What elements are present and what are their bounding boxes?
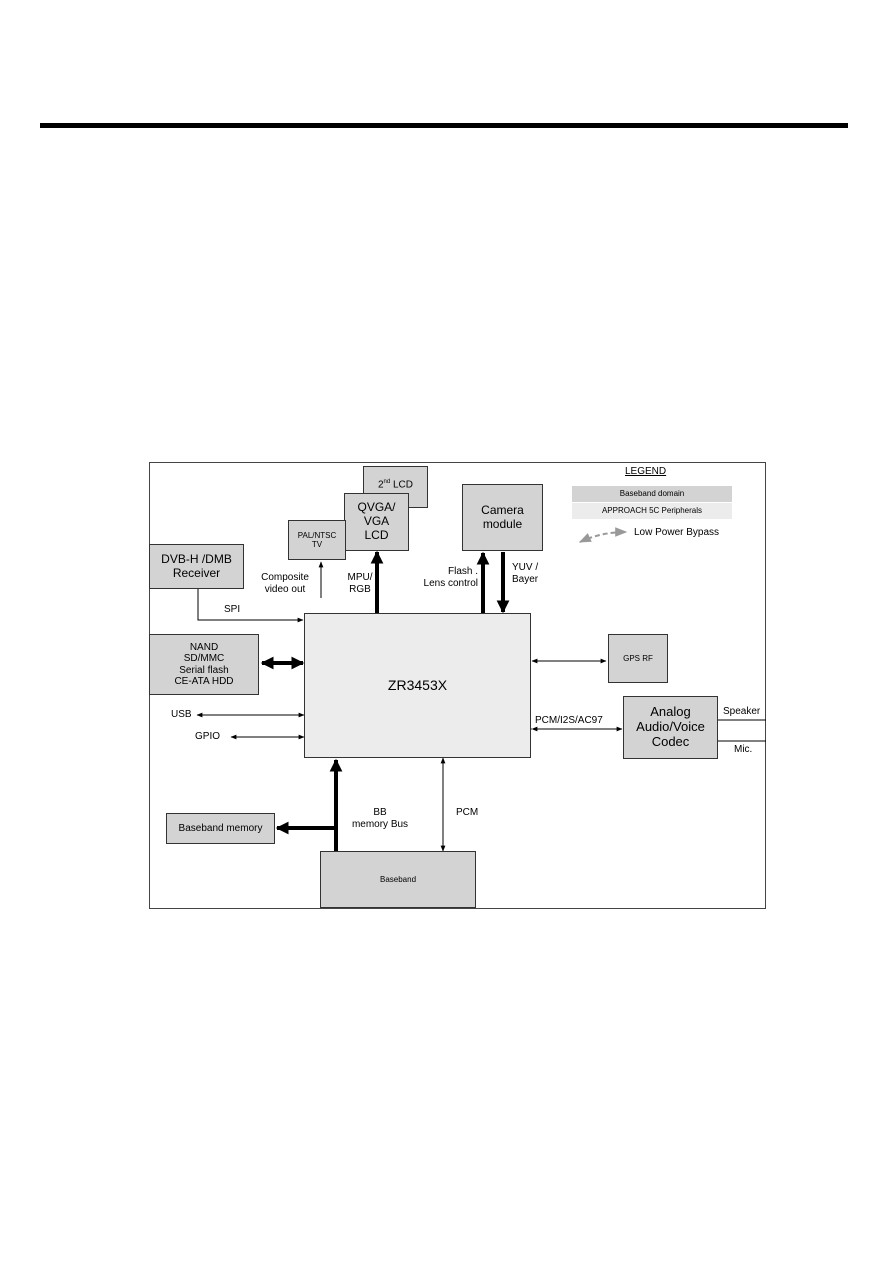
camera-line1: Camera: [481, 502, 524, 517]
baseband-block: Baseband: [320, 851, 476, 908]
dvbh-line1: DVB-H /DMB: [161, 551, 232, 566]
nand-line3: Serial flash: [179, 664, 229, 676]
bbmem-label: Baseband memory: [178, 822, 263, 834]
codec-line3: Codec: [651, 733, 690, 749]
speaker-label: Speaker: [723, 706, 761, 717]
baseband-label: Baseband: [379, 874, 417, 884]
mpu-line1: MPU/: [347, 572, 373, 583]
lcd2-label: 2nd LCD: [377, 479, 414, 491]
dvbh-receiver-block: DVB-H /DMB Receiver: [149, 544, 244, 589]
flash-line2: Lens control: [423, 578, 478, 589]
pal-ntsc-tv-block: PAL/NTSC TV: [288, 520, 346, 560]
palntsc-line2: TV: [311, 540, 323, 549]
legend-title: LEGEND: [625, 466, 667, 477]
storage-block: NAND SD/MMC Serial flash CE-ATA HDD: [149, 634, 259, 695]
gps-rf-block: GPS RF: [608, 634, 668, 683]
palntsc-line1: PAL/NTSC: [297, 530, 337, 540]
codec-line1: Analog: [650, 704, 691, 720]
spi-label: SPI: [224, 604, 241, 615]
legend-approach-peripherals: APPROACH 5C Peripherals: [572, 503, 732, 519]
qvga-line3: LCD: [364, 527, 389, 542]
usb-label: USB: [171, 709, 192, 720]
bb-bus-line1: BB: [373, 807, 387, 818]
gpio-label: GPIO: [195, 731, 221, 742]
composite-label: Composite video out: [255, 572, 315, 596]
gps-rf-label: GPS RF: [623, 653, 653, 663]
qvga-line2: VGA: [363, 514, 390, 529]
bb-memory-bus-label: BB memory Bus: [345, 807, 415, 831]
qvga-line1: QVGA/: [357, 500, 396, 515]
mpu-line2: RGB: [349, 584, 371, 595]
top-rule: [40, 123, 848, 128]
camera-line2: module: [482, 516, 523, 531]
pcm-label: PCM: [456, 807, 479, 818]
yuv-line2: Bayer: [512, 574, 539, 585]
composite-line1: Composite: [261, 572, 309, 583]
codec-line2: Audio/Voice: [636, 719, 705, 735]
legend-baseband-domain-text: Baseband domain: [619, 489, 685, 499]
flash-line1: Flash .: [447, 566, 478, 577]
qvga-lcd-block: QVGA/ VGA LCD: [344, 493, 409, 551]
spi-connector: [197, 589, 304, 623]
camera-module-block: Camera module: [462, 484, 543, 551]
audio-codec-block: Analog Audio/Voice Codec: [623, 696, 718, 759]
yuv-bayer-label: YUV / Bayer: [512, 562, 538, 586]
yuv-line1: YUV /: [512, 562, 539, 573]
legend-approach-peripherals-text: APPROACH 5C Peripherals: [601, 506, 703, 516]
nand-line2: SD/MMC: [183, 653, 225, 664]
bb-bus-line2: memory Bus: [351, 819, 409, 830]
composite-line2: video out: [264, 584, 306, 595]
mpu-rgb-label: MPU/ RGB: [340, 572, 380, 596]
baseband-memory-block: Baseband memory: [166, 813, 275, 844]
legend-baseband-domain: Baseband domain: [572, 486, 732, 502]
legend-low-power-bypass: Low Power Bypass: [634, 527, 720, 538]
flash-lens-label: Flash . Lens control: [420, 566, 478, 590]
mic-label: Mic.: [734, 744, 753, 755]
legend-bypass-arrow: [578, 527, 628, 543]
zr3453x-label: ZR3453X: [387, 677, 448, 694]
nand-line4: CE-ATA HDD: [174, 676, 234, 687]
dvbh-line2: Receiver: [172, 565, 221, 580]
nand-line1: NAND: [189, 641, 219, 653]
zr3453x-block: ZR3453X: [304, 613, 531, 758]
pcm-i2s-label: PCM/I2S/AC97: [535, 715, 603, 726]
